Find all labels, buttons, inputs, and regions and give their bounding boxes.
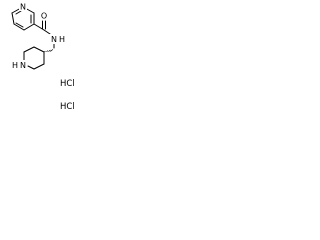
salt-label-first: HCl (60, 79, 75, 89)
chemical-structure-diagram: N O N H H N HCl HCl (10, 2, 75, 112)
pyridine-double-bond (15, 10, 22, 15)
piperidine-bond (33, 46, 45, 53)
piperidine-h-text: H (12, 61, 18, 70)
piperidine-n-text: N (20, 61, 26, 70)
pyridine-bond (11, 12, 15, 25)
amide-n-text: N (51, 35, 57, 44)
amide-nh-label: N H (49, 34, 66, 44)
amide-h-text: H (59, 35, 65, 44)
hash-line (50, 49, 54, 52)
stereo-hash-bond (44, 49, 54, 53)
salt-label-second: HCl (60, 102, 75, 112)
piperidine-bond (23, 46, 35, 53)
pyridine-n-text: N (20, 3, 26, 12)
piperidine-nh-label: H N (10, 60, 27, 70)
pyridine-double-bond (15, 22, 24, 28)
hash-line (46, 50, 49, 52)
pyridine-nitrogen-label: N (19, 2, 27, 12)
hash-line (44, 50, 46, 53)
carbonyl-oxygen-label: O (39, 11, 49, 21)
pyridine-bond (23, 23, 35, 31)
piperidine-ring (23, 46, 45, 70)
piperidine-bond (27, 65, 35, 70)
carbonyl-o-text: O (41, 12, 47, 21)
piperidine-bond (33, 63, 45, 70)
pyridine-bond (13, 23, 25, 31)
hash-line (48, 49, 51, 52)
